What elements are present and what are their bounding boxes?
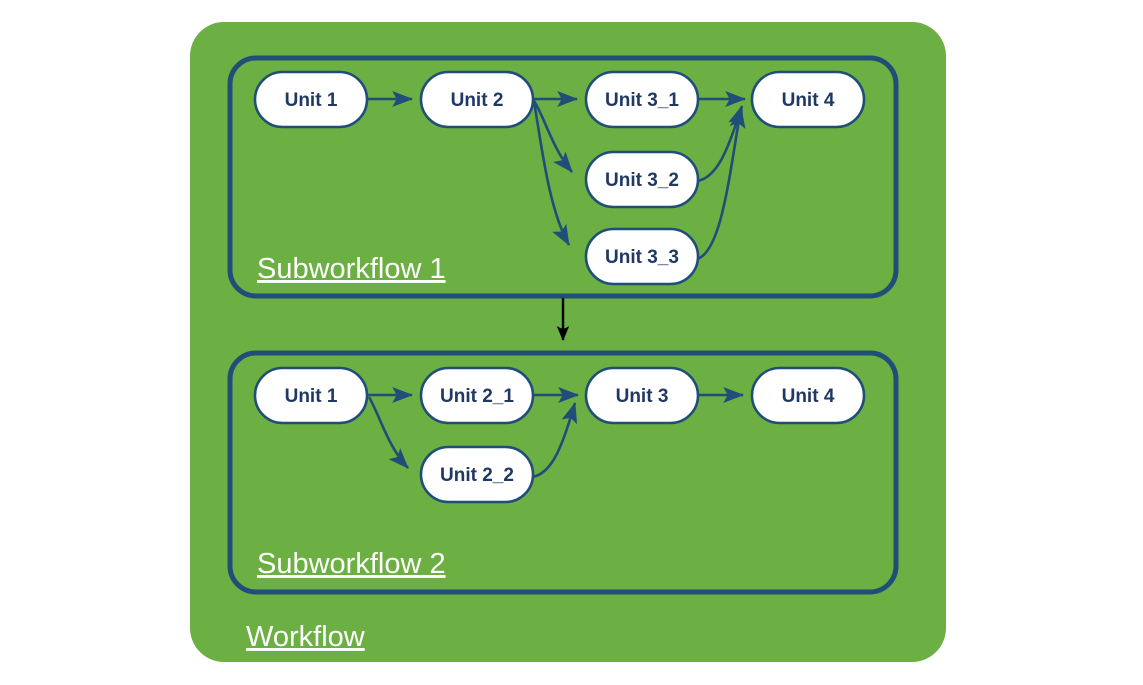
node-shape — [253, 70, 369, 129]
node-shape — [419, 70, 535, 129]
node-sw2-unit3-label: Unit 3 — [616, 386, 669, 407]
node-sw1-unit4-label: Unit 4 — [782, 90, 835, 111]
node-sw1-unit4[interactable]: Unit 4 — [750, 70, 866, 129]
node-shape — [584, 366, 700, 425]
node-sw1-unit1[interactable]: Unit 1 — [253, 70, 369, 129]
subworkflow-2-nodes: Unit 1 Unit 2_1 Unit 2_2 Unit 3 Unit 4 — [253, 366, 866, 504]
node-sw2-unit1-label: Unit 1 — [285, 386, 338, 407]
node-sw1-unit1-label: Unit 1 — [285, 90, 338, 111]
edge-unit2-unit3_3 — [532, 101, 571, 246]
node-shape — [584, 227, 700, 286]
node-sw1-unit3_2[interactable]: Unit 3_2 — [584, 150, 700, 209]
node-sw2-unit2_1-label: Unit 2_1 — [440, 386, 514, 407]
node-sw2-unit3[interactable]: Unit 3 — [584, 366, 700, 425]
node-sw2-unit2_2-label: Unit 2_2 — [440, 465, 514, 486]
node-sw1-unit3_2-label: Unit 3_2 — [605, 170, 679, 191]
edge-unit2_2-unit3 — [531, 402, 578, 479]
node-sw2-unit2_2[interactable]: Unit 2_2 — [419, 445, 535, 504]
subworkflow-2-container[interactable] — [227, 350, 899, 595]
node-sw2-unit4[interactable]: Unit 4 — [750, 366, 866, 425]
subworkflow-1-edges — [367, 90, 747, 261]
edge-unit1-unit2_2 — [367, 396, 409, 469]
node-sw2-unit1[interactable]: Unit 1 — [253, 366, 369, 425]
node-shape — [584, 150, 700, 209]
node-sw1-unit2-label: Unit 2 — [451, 90, 504, 111]
node-sw2-unit4-label: Unit 4 — [782, 386, 835, 407]
subworkflow-2-label: Subworkflow 2 — [257, 548, 446, 580]
node-shape — [750, 70, 866, 129]
node-shape — [253, 366, 369, 425]
subworkflow-1-container[interactable] — [227, 55, 899, 299]
node-sw1-unit3_3-label: Unit 3_3 — [605, 247, 679, 268]
node-shape — [750, 366, 866, 425]
node-sw1-unit3_1-label: Unit 3_1 — [605, 90, 679, 111]
subworkflow-2-edges — [367, 386, 745, 479]
node-shape — [419, 445, 535, 504]
edge-unit2-unit3_2 — [532, 100, 573, 173]
node-shape — [419, 366, 535, 425]
subworkflow-1-label: Subworkflow 1 — [257, 253, 446, 285]
subworkflow-1-nodes: Unit 1 Unit 2 Unit 3_1 Unit 3_2 Unit 3_3… — [253, 70, 866, 286]
edge-unit3_3-unit4 — [696, 106, 746, 261]
node-sw2-unit2_1[interactable]: Unit 2_1 — [419, 366, 535, 425]
node-shape — [584, 70, 700, 129]
workflow-container[interactable] — [190, 22, 946, 662]
node-sw1-unit3_1[interactable]: Unit 3_1 — [584, 70, 700, 129]
workflow-label: Workflow — [246, 621, 366, 653]
node-sw1-unit2[interactable]: Unit 2 — [419, 70, 535, 129]
node-sw1-unit3_3[interactable]: Unit 3_3 — [584, 227, 700, 286]
